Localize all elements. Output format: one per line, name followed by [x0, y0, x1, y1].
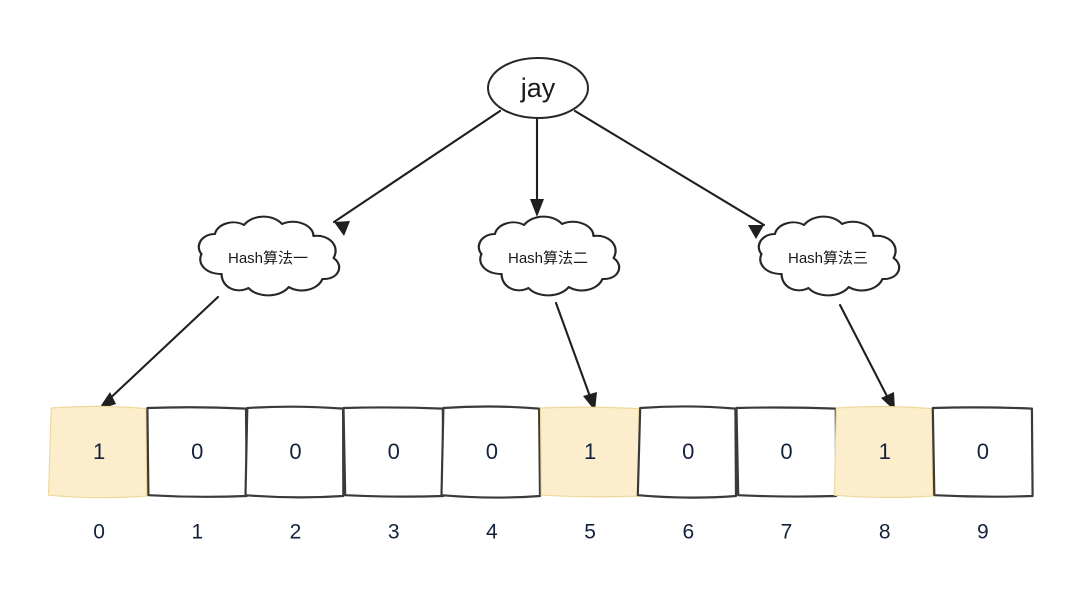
bit-cell-1[interactable]: 0: [146, 406, 248, 498]
bit-cell-value: 0: [289, 439, 301, 464]
edge-jay-to-hash-2: [530, 117, 544, 217]
bit-cell-value: 0: [486, 439, 498, 464]
hash-node-1[interactable]: Hash算法一: [197, 215, 341, 297]
bit-cell-5[interactable]: 1: [539, 406, 640, 498]
bit-cell-box: [636, 405, 738, 499]
bit-cell-box: [440, 405, 542, 499]
bit-index-label-3: 3: [388, 521, 400, 544]
root-node-ellipse: [487, 57, 589, 119]
bit-index-label-5: 5: [584, 521, 596, 544]
bit-cell-box: [833, 405, 934, 499]
bit-cell-2[interactable]: 0: [244, 405, 345, 499]
bit-cell-value: 1: [93, 439, 105, 464]
edge-jay-to-hash-1: [332, 109, 502, 236]
bit-index-label-6: 6: [682, 521, 694, 544]
edge-jay-to-hash-3: [573, 109, 766, 239]
bit-index-label-8: 8: [879, 521, 891, 544]
bit-cell-6[interactable]: 0: [636, 405, 738, 499]
bit-cell-box: [931, 406, 1034, 498]
hash-node-1-label: Hash算法一: [228, 249, 308, 267]
hash-node-3-label: Hash算法三: [788, 249, 868, 267]
bit-cell-value: 0: [191, 439, 203, 464]
bit-index-label-7: 7: [781, 521, 793, 544]
bit-cell-box: [244, 405, 345, 499]
bit-index-label-2: 2: [290, 521, 302, 544]
bit-cell-7[interactable]: 0: [735, 406, 838, 498]
bit-cell-value: 0: [780, 439, 792, 464]
root-node-jay[interactable]: jay: [487, 57, 589, 119]
bit-cell-box: [735, 406, 838, 498]
bit-cell-4[interactable]: 0: [440, 405, 542, 499]
bit-index-label-9: 9: [977, 521, 989, 544]
bit-index-label-0: 0: [93, 521, 105, 544]
edge-hash-3-to-bit-8: [838, 303, 895, 411]
bit-cell-8[interactable]: 1: [833, 405, 934, 499]
edge-hash-2-to-bit-5: [554, 301, 597, 411]
bit-cell-box: [47, 405, 148, 499]
bit-cell-0[interactable]: 1: [47, 405, 148, 499]
hash-node-2-label: Hash算法二: [508, 249, 588, 267]
bit-index-label-1: 1: [191, 521, 203, 544]
hash-node-2[interactable]: Hash算法二: [477, 215, 621, 297]
bit-index-label-4: 4: [486, 521, 498, 544]
bit-cell-value: 0: [388, 439, 400, 464]
bit-cell-3[interactable]: 0: [342, 406, 445, 498]
edge-hash-1-to-bit-0: [98, 295, 220, 410]
hash-node-3[interactable]: Hash算法三: [757, 215, 901, 297]
bit-cell-value: 0: [977, 439, 989, 464]
bit-cell-value: 0: [682, 439, 694, 464]
bit-cell-9[interactable]: 0: [931, 406, 1034, 498]
bit-cell-value: 1: [879, 439, 891, 464]
root-node-label: jay: [520, 73, 556, 103]
bit-array: 1 0 0 1 0 2 0 3 0 4 1 5 0 6 0 7 1 8 0 9: [47, 405, 1034, 544]
bit-cell-value: 1: [584, 439, 596, 464]
